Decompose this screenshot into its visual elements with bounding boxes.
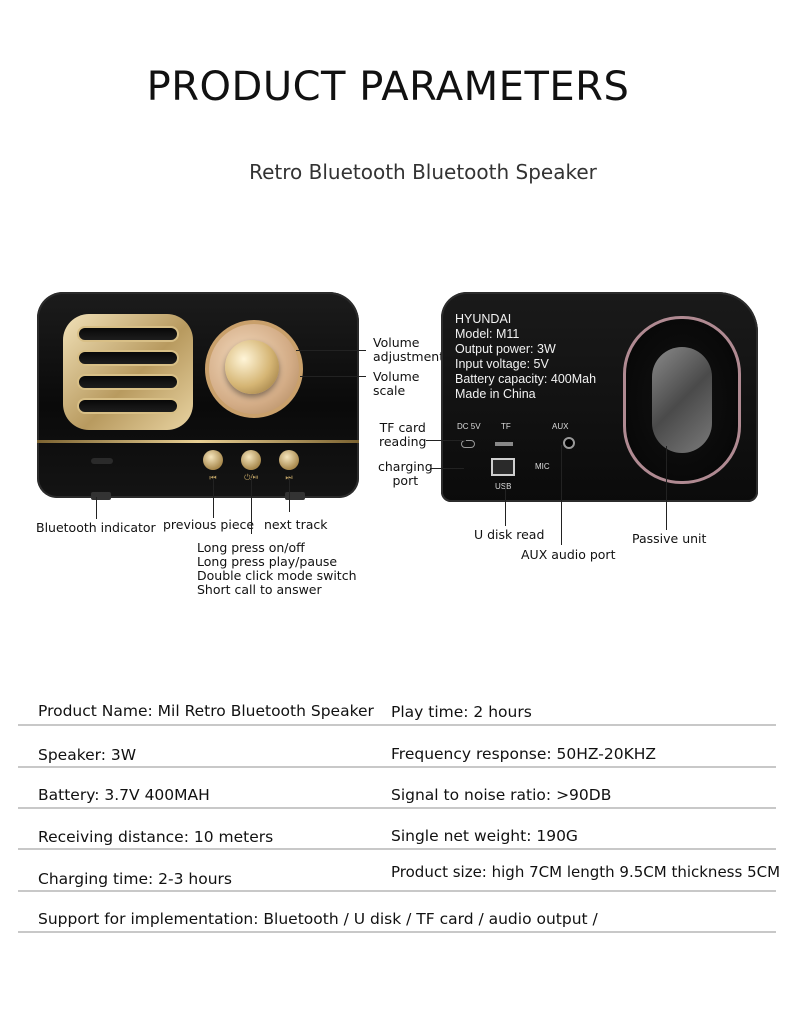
page-title: PRODUCT PARAMETERS: [146, 64, 630, 110]
param-product-name: Product Name: Mil Retro Bluetooth Speake…: [38, 702, 374, 720]
aux-port-label: AUX: [552, 422, 569, 431]
aux-audio-port-label: AUX audio port: [521, 547, 616, 562]
speaker-foot: [285, 492, 305, 500]
annotation-line: [300, 376, 366, 377]
annotation-line: [213, 478, 214, 518]
param-battery: Battery: 3.7V 400MAH: [38, 786, 210, 804]
row-divider: [18, 931, 776, 933]
volume-scale-label: Volume scale: [373, 369, 420, 398]
power-note: Short call to answer: [197, 582, 322, 597]
param-speaker: Speaker: 3W: [38, 746, 137, 764]
power-play-icon: ⏻/⏯: [241, 473, 261, 483]
spec-battery-capacity: Battery capacity: 400Mah: [455, 372, 597, 386]
grille-slot: [77, 350, 179, 366]
power-play-button: [241, 450, 261, 470]
previous-piece-label: previous piece: [163, 517, 255, 532]
grille-slot: [77, 326, 179, 342]
annotation-line: [561, 445, 562, 545]
dc-port-label: DC 5V: [457, 422, 481, 431]
spec-model: Model: M11: [455, 327, 520, 341]
annotation-line: [96, 497, 97, 519]
grille-slot: [77, 374, 179, 390]
spec-origin: Made in China: [455, 387, 536, 401]
volume-knob: [225, 340, 279, 394]
tf-card-reading-label: TF card reading: [379, 420, 427, 449]
back-spec-text: HYUNDAI Model: M11 Output power: 3W Inpu…: [455, 312, 596, 402]
annotation-line: [289, 478, 290, 512]
annotation-line: [505, 486, 506, 526]
previous-button: [203, 450, 223, 470]
param-play-time: Play time: 2 hours: [391, 703, 532, 721]
param-snr: Signal to noise ratio: >90DB: [391, 786, 612, 804]
next-track-label: next track: [264, 517, 328, 532]
gold-trim: [37, 440, 359, 443]
spec-brand: HYUNDAI: [455, 312, 512, 326]
next-button: [279, 450, 299, 470]
mic-label: MIC: [535, 462, 550, 471]
power-note: Long press play/pause: [197, 554, 338, 569]
u-disk-read-label: U disk read: [474, 527, 545, 542]
row-divider: [18, 724, 776, 726]
charging-port-label: charging port: [378, 459, 433, 488]
param-charging-time: Charging time: 2-3 hours: [38, 870, 232, 888]
param-frequency-response: Frequency response: 50HZ-20KHZ: [391, 745, 657, 763]
grille-slot: [77, 398, 179, 414]
usb-port-label: USB: [495, 482, 512, 491]
param-net-weight: Single net weight: 190G: [391, 827, 578, 845]
volume-dial: [205, 320, 303, 418]
tf-slot: [495, 442, 513, 446]
passive-unit-label: Passive unit: [632, 531, 707, 546]
passive-radiator-cone: [652, 347, 712, 453]
previous-icon: ⏮: [203, 473, 223, 483]
volume-adjustment-label: Volume adjustment: [373, 335, 445, 364]
spec-output-power: Output power: 3W: [455, 342, 556, 356]
row-divider: [18, 807, 776, 809]
next-icon: ⏭: [279, 473, 299, 483]
bluetooth-indicator-label: Bluetooth indicator: [36, 520, 156, 535]
spec-input-voltage: Input voltage: 5V: [455, 357, 549, 371]
speaker-back-image: HYUNDAI Model: M11 Output power: 3W Inpu…: [441, 292, 758, 502]
param-support: Support for implementation: Bluetooth / …: [38, 910, 598, 928]
annotation-line: [251, 478, 252, 534]
aux-port: [563, 437, 575, 449]
speaker-foot: [91, 492, 111, 500]
param-product-size: Product size: high 7CM length 9.5CM thic…: [391, 863, 781, 881]
speaker-front-image: ⏮ ⏻/⏯ ⏭: [37, 292, 359, 502]
power-note: Long press on/off: [197, 540, 305, 555]
row-divider: [18, 766, 776, 768]
param-receiving-distance: Receiving distance: 10 meters: [38, 828, 274, 846]
annotation-line: [296, 350, 366, 351]
annotation-line: [666, 446, 667, 530]
speaker-grille: [63, 314, 193, 430]
power-note: Double click mode switch: [197, 568, 357, 583]
tf-port-label: TF: [501, 422, 511, 431]
row-divider: [18, 848, 776, 850]
passive-radiator: [623, 316, 741, 484]
row-divider: [18, 890, 776, 892]
dc-port: [461, 440, 475, 448]
power-button-notes: Long press on/off Long press play/pause …: [197, 541, 357, 597]
annotation-line: [430, 468, 464, 469]
usb-port: [491, 458, 515, 476]
bluetooth-indicator-light: [91, 458, 113, 464]
annotation-line: [426, 440, 466, 441]
page-subtitle: Retro Bluetooth Bluetooth Speaker: [249, 160, 597, 184]
